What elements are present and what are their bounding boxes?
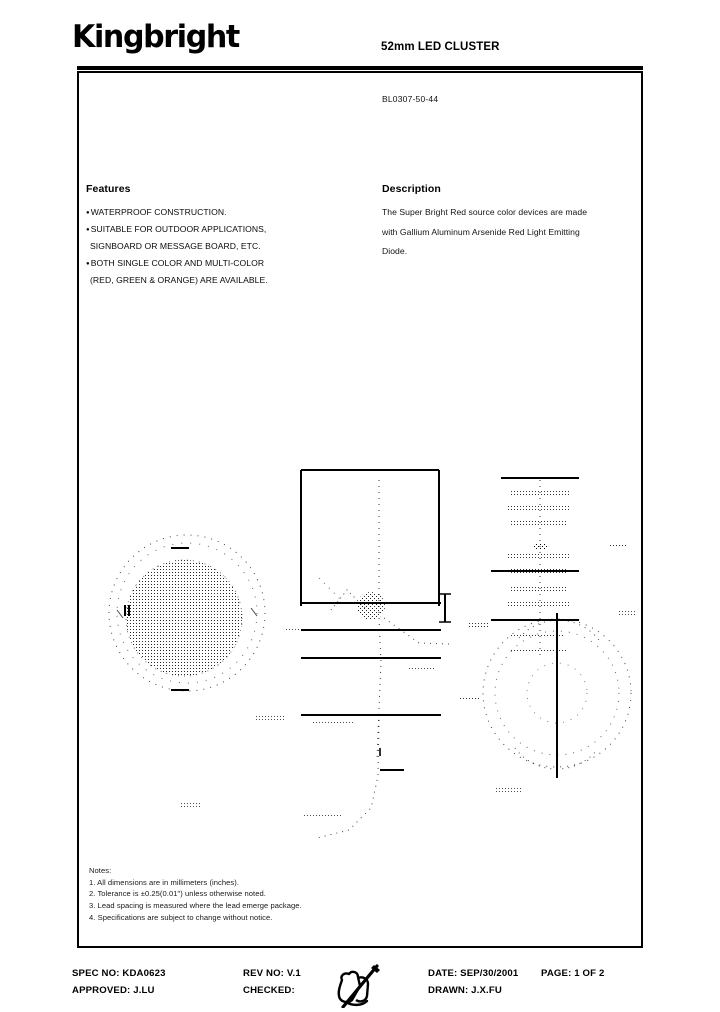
description-section: Description The Super Bright Red source …	[382, 183, 627, 267]
rev-no: REV NO: V.1	[243, 968, 301, 979]
detail-dimension-view	[491, 477, 637, 658]
notes-section: Notes: 1. All dimensions are in millimet…	[89, 866, 489, 926]
feature-item: SIGNBOARD OR MESSAGE BOARD, ETC.	[90, 241, 261, 252]
front-view	[108, 534, 266, 692]
part-number: BL0307-50-44	[382, 94, 439, 104]
note-item: 2. Tolerance is ±0.25(0.01") unless othe…	[89, 889, 266, 899]
description-line: The Super Bright Red source color device…	[382, 207, 588, 217]
mechanical-drawing	[79, 458, 641, 848]
description-line: Diode.	[382, 246, 408, 257]
brand-logo: Kingbright	[72, 19, 240, 55]
description-heading: Description	[382, 183, 441, 195]
drawn-by: DRAWN: J.X.FU	[428, 985, 502, 996]
notes-title: Notes:	[89, 866, 112, 875]
page-title: 52mm LED CLUSTER	[381, 41, 500, 53]
feature-item: (RED, GREEN & ORANGE) ARE AVAILABLE.	[90, 275, 268, 286]
spec-no: SPEC NO: KDA0623	[72, 968, 166, 979]
rear-view	[459, 613, 632, 793]
note-item: 4. Specifications are subject to change …	[89, 912, 273, 922]
approved-by: APPROVED: J.LU	[72, 985, 155, 996]
drawing-canvas	[108, 469, 637, 839]
note-item: 1. All dimensions are in millimeters (in…	[89, 877, 240, 887]
description-line: with Gallium Aluminum Arsenide Red Light…	[382, 226, 580, 237]
features-heading: Features	[86, 183, 131, 195]
feature-item: SUITABLE FOR OUTDOOR APPLICATIONS,	[86, 225, 376, 234]
date: DATE: SEP/30/2001	[428, 968, 519, 979]
page-footer: SPEC NO: KDA0623 APPROVED: J.LU REV NO: …	[0, 952, 720, 1012]
scan-artifacts	[179, 628, 435, 817]
feature-item: BOTH SINGLE COLOR AND MULTI-COLOR	[86, 259, 376, 268]
page-number: PAGE: 1 OF 2	[541, 968, 605, 979]
note-item: 3. Lead spacing is measured where the le…	[89, 901, 302, 911]
features-section: Features WATERPROOF CONSTRUCTION. SUITAB…	[86, 183, 376, 293]
hand-with-pen-icon	[337, 964, 380, 1008]
feature-item: WATERPROOF CONSTRUCTION.	[86, 208, 376, 217]
page-header: Kingbright 52mm LED CLUSTER	[0, 0, 720, 70]
side-section-view	[300, 469, 451, 839]
checked-by: CHECKED:	[243, 985, 295, 996]
content-frame: BL0307-50-44 Features WATERPROOF CONSTRU…	[77, 71, 643, 948]
header-divider	[77, 66, 643, 70]
